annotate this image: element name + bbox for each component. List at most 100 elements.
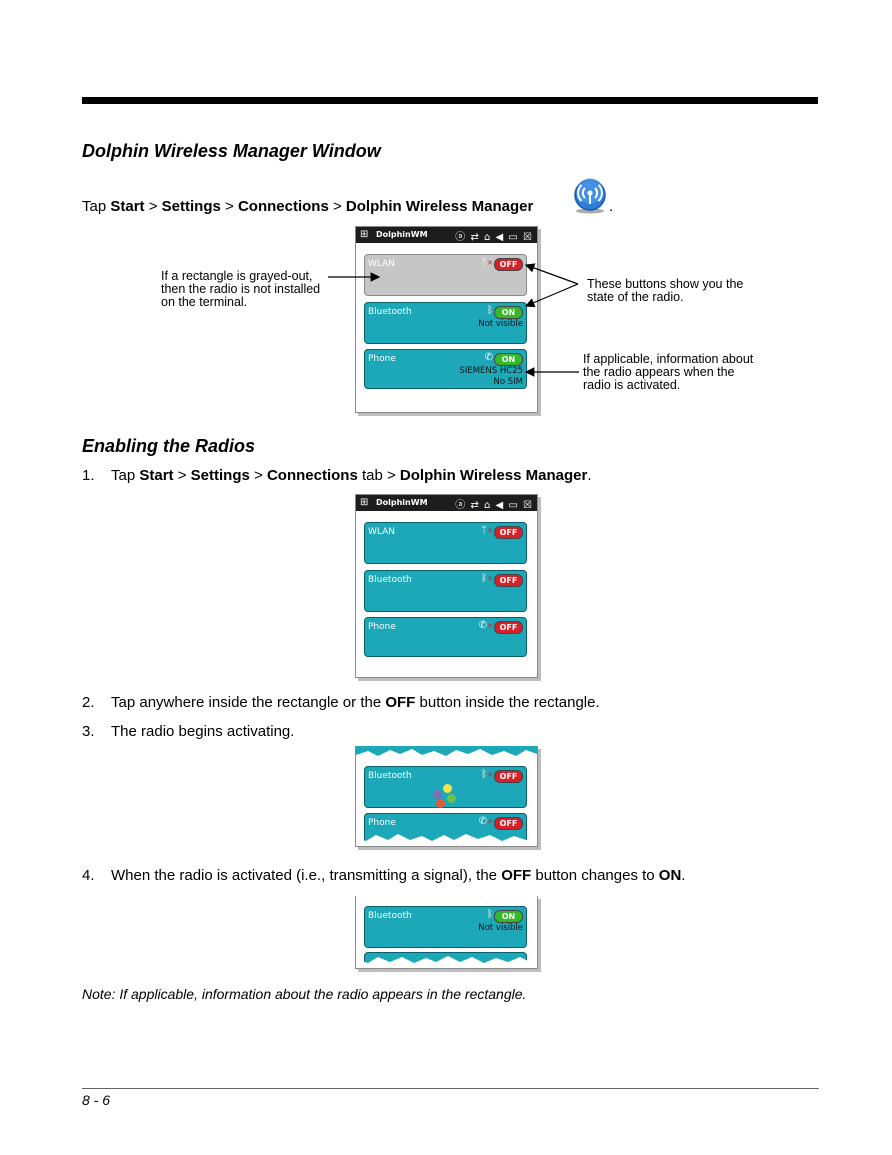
panel-name: Bluetooth [368,911,412,921]
callout-line: radio is activated. [583,378,681,392]
period: . [609,198,614,215]
step-text-part: > [173,467,191,484]
step-text: The radio begins activating. [111,723,295,740]
wlan-icon: ᛘ✕ [481,525,493,536]
panel-name: Phone [368,354,396,364]
radio-toggle-button[interactable]: OFF [494,574,523,587]
step-text-part: . [587,467,592,484]
bluetooth-icon: ᛒ✕ [481,769,493,780]
step-number: 2. [82,694,95,711]
radio-info: SIEMENS HC25 No SIM [459,366,523,388]
section-title-enabling-radios: Enabling the Radios [82,436,256,456]
radio-toggle-button[interactable]: ON [494,353,523,366]
callout-line: If a rectangle is grayed-out, [161,269,313,283]
step-1: 1. Tap Start > Settings > Connections ta… [82,467,782,485]
callout-line: then the radio is not installed [161,282,321,296]
path-sep: > [225,198,234,215]
radio-info: Not visible [478,923,523,933]
panel-phone[interactable]: Phone ✆ ON SIEMENS HC25 No SIM [364,349,527,389]
step-text-part: . [681,867,686,884]
step-text-part: button inside the rectangle. [415,694,600,711]
panel-name: WLAN [368,259,396,269]
device-screen-overview: ⊞ DolphinWM ⓐ ⇄ ⌂ ◀ ▭ ☒ WLAN ᛘ✕ OFF Blue… [355,226,538,413]
note-text: Note: If applicable, information about t… [82,986,527,1002]
panel-name: Bluetooth [368,307,412,317]
callout-line: These buttons show you the [587,277,744,291]
wlan-icon: ᛘ✕ [481,257,493,268]
step-text-bold: Start [139,467,174,484]
torn-edge-top [356,746,537,756]
step-text-part: Tap [111,467,140,484]
step-text-bold: OFF [501,867,532,884]
arrow-to-on-button [524,283,579,308]
windows-logo-icon: ⊞ [360,497,369,508]
step-text-part: > [249,467,267,484]
step-number: 3. [82,723,95,740]
radio-info: Not visible [478,319,523,329]
torn-edge [356,400,537,412]
step-text: When the radio is activated (i.e., trans… [111,867,685,884]
callout-line: the radio appears when the [583,365,735,379]
torn-edge [356,834,537,846]
radio-toggle-button[interactable]: OFF [494,258,523,271]
path-dolphin-wireless-manager: Dolphin Wireless Manager [345,198,534,215]
step-text: Tap anywhere inside the rectangle or the… [111,694,600,711]
page-number: 8 - 6 [82,1092,111,1108]
step-text-part: button changes to [531,867,659,884]
callout-arrows [328,263,579,377]
panel-bluetooth[interactable]: Bluetooth ᛒ ON Not visible [364,906,527,948]
path-sep: > [148,198,158,215]
radio-toggle-button[interactable]: OFF [494,526,523,539]
title-bar: ⊞ DolphinWM ⓐ ⇄ ⌂ ◀ ▭ ☒ [356,495,537,511]
torn-edge [356,956,537,968]
step-3: 3. The radio begins activating. [82,723,782,741]
app-name: DolphinWM [376,498,428,507]
step-text-part: When the radio is activated (i.e., trans… [111,867,502,884]
bluetooth-icon: ᛒ✕ [481,573,493,584]
radio-info-line: No SIM [493,377,524,387]
step-text-bold: Connections [266,467,358,484]
step-text-bold: Dolphin Wireless Manager [399,467,588,484]
callout-line: If applicable, information about [583,352,754,366]
panel-phone[interactable]: Phone ✆✕ OFF [364,617,527,657]
title-bar: ⊞ DolphinWM ⓐ ⇄ ⌂ ◀ ▭ ☒ [356,227,537,243]
step-number: 4. [82,867,95,884]
navigation-instruction: Tap Start > Settings > Connections > Dol… [82,198,533,215]
tap-text: Tap [82,198,107,215]
windows-logo-icon: ⊞ [360,229,369,240]
panel-name: Phone [368,818,396,828]
radio-toggle-button[interactable]: OFF [494,621,523,634]
bluetooth-icon: ᛒ [487,909,493,920]
path-connections: Connections [237,198,329,215]
step-text: Tap Start > Settings > Connections tab >… [111,467,592,484]
callout-buttons-state: These buttons show you the state of the … [587,278,743,304]
panel-name: Bluetooth [368,575,412,585]
radio-toggle-button[interactable]: OFF [494,817,523,830]
status-icons: ⓐ ⇄ ⌂ ◀ ▭ ☒ [455,232,533,243]
status-icons: ⓐ ⇄ ⌂ ◀ ▭ ☒ [455,500,533,511]
step-text-bold: ON [658,867,682,884]
step-4: 4. When the radio is activated (i.e., tr… [82,867,782,885]
wireless-manager-icon [572,178,608,214]
step-text-part: tab > [357,467,400,484]
device-screen-all-off: ⊞ DolphinWM ⓐ ⇄ ⌂ ◀ ▭ ☒ WLAN ᛘ✕ OFF Blue… [355,494,538,678]
radio-toggle-button[interactable]: OFF [494,770,523,783]
phone-icon: ✆ [484,352,493,363]
radio-toggle-button[interactable]: ON [494,910,523,923]
activating-spinner-icon [433,784,463,810]
bluetooth-icon: ᛒ [487,305,493,316]
panel-bluetooth[interactable]: Bluetooth ᛒ ON Not visible [364,302,527,344]
phone-icon: ✆✕ [478,816,493,827]
panel-bluetooth[interactable]: Bluetooth ᛒ✕ OFF [364,570,527,612]
callout-line: state of the radio. [587,290,684,304]
radio-info-line: SIEMENS HC25 [459,366,523,376]
panel-wlan[interactable]: WLAN ᛘ✕ OFF [364,254,527,296]
phone-icon: ✆✕ [478,620,493,631]
radio-toggle-button[interactable]: ON [494,306,523,319]
panel-wlan[interactable]: WLAN ᛘ✕ OFF [364,522,527,564]
step-text-bold: Settings [190,467,250,484]
app-name: DolphinWM [376,230,428,239]
arrow-to-off-button [524,263,579,285]
panel-name: WLAN [368,527,396,537]
path-settings: Settings [161,198,221,215]
